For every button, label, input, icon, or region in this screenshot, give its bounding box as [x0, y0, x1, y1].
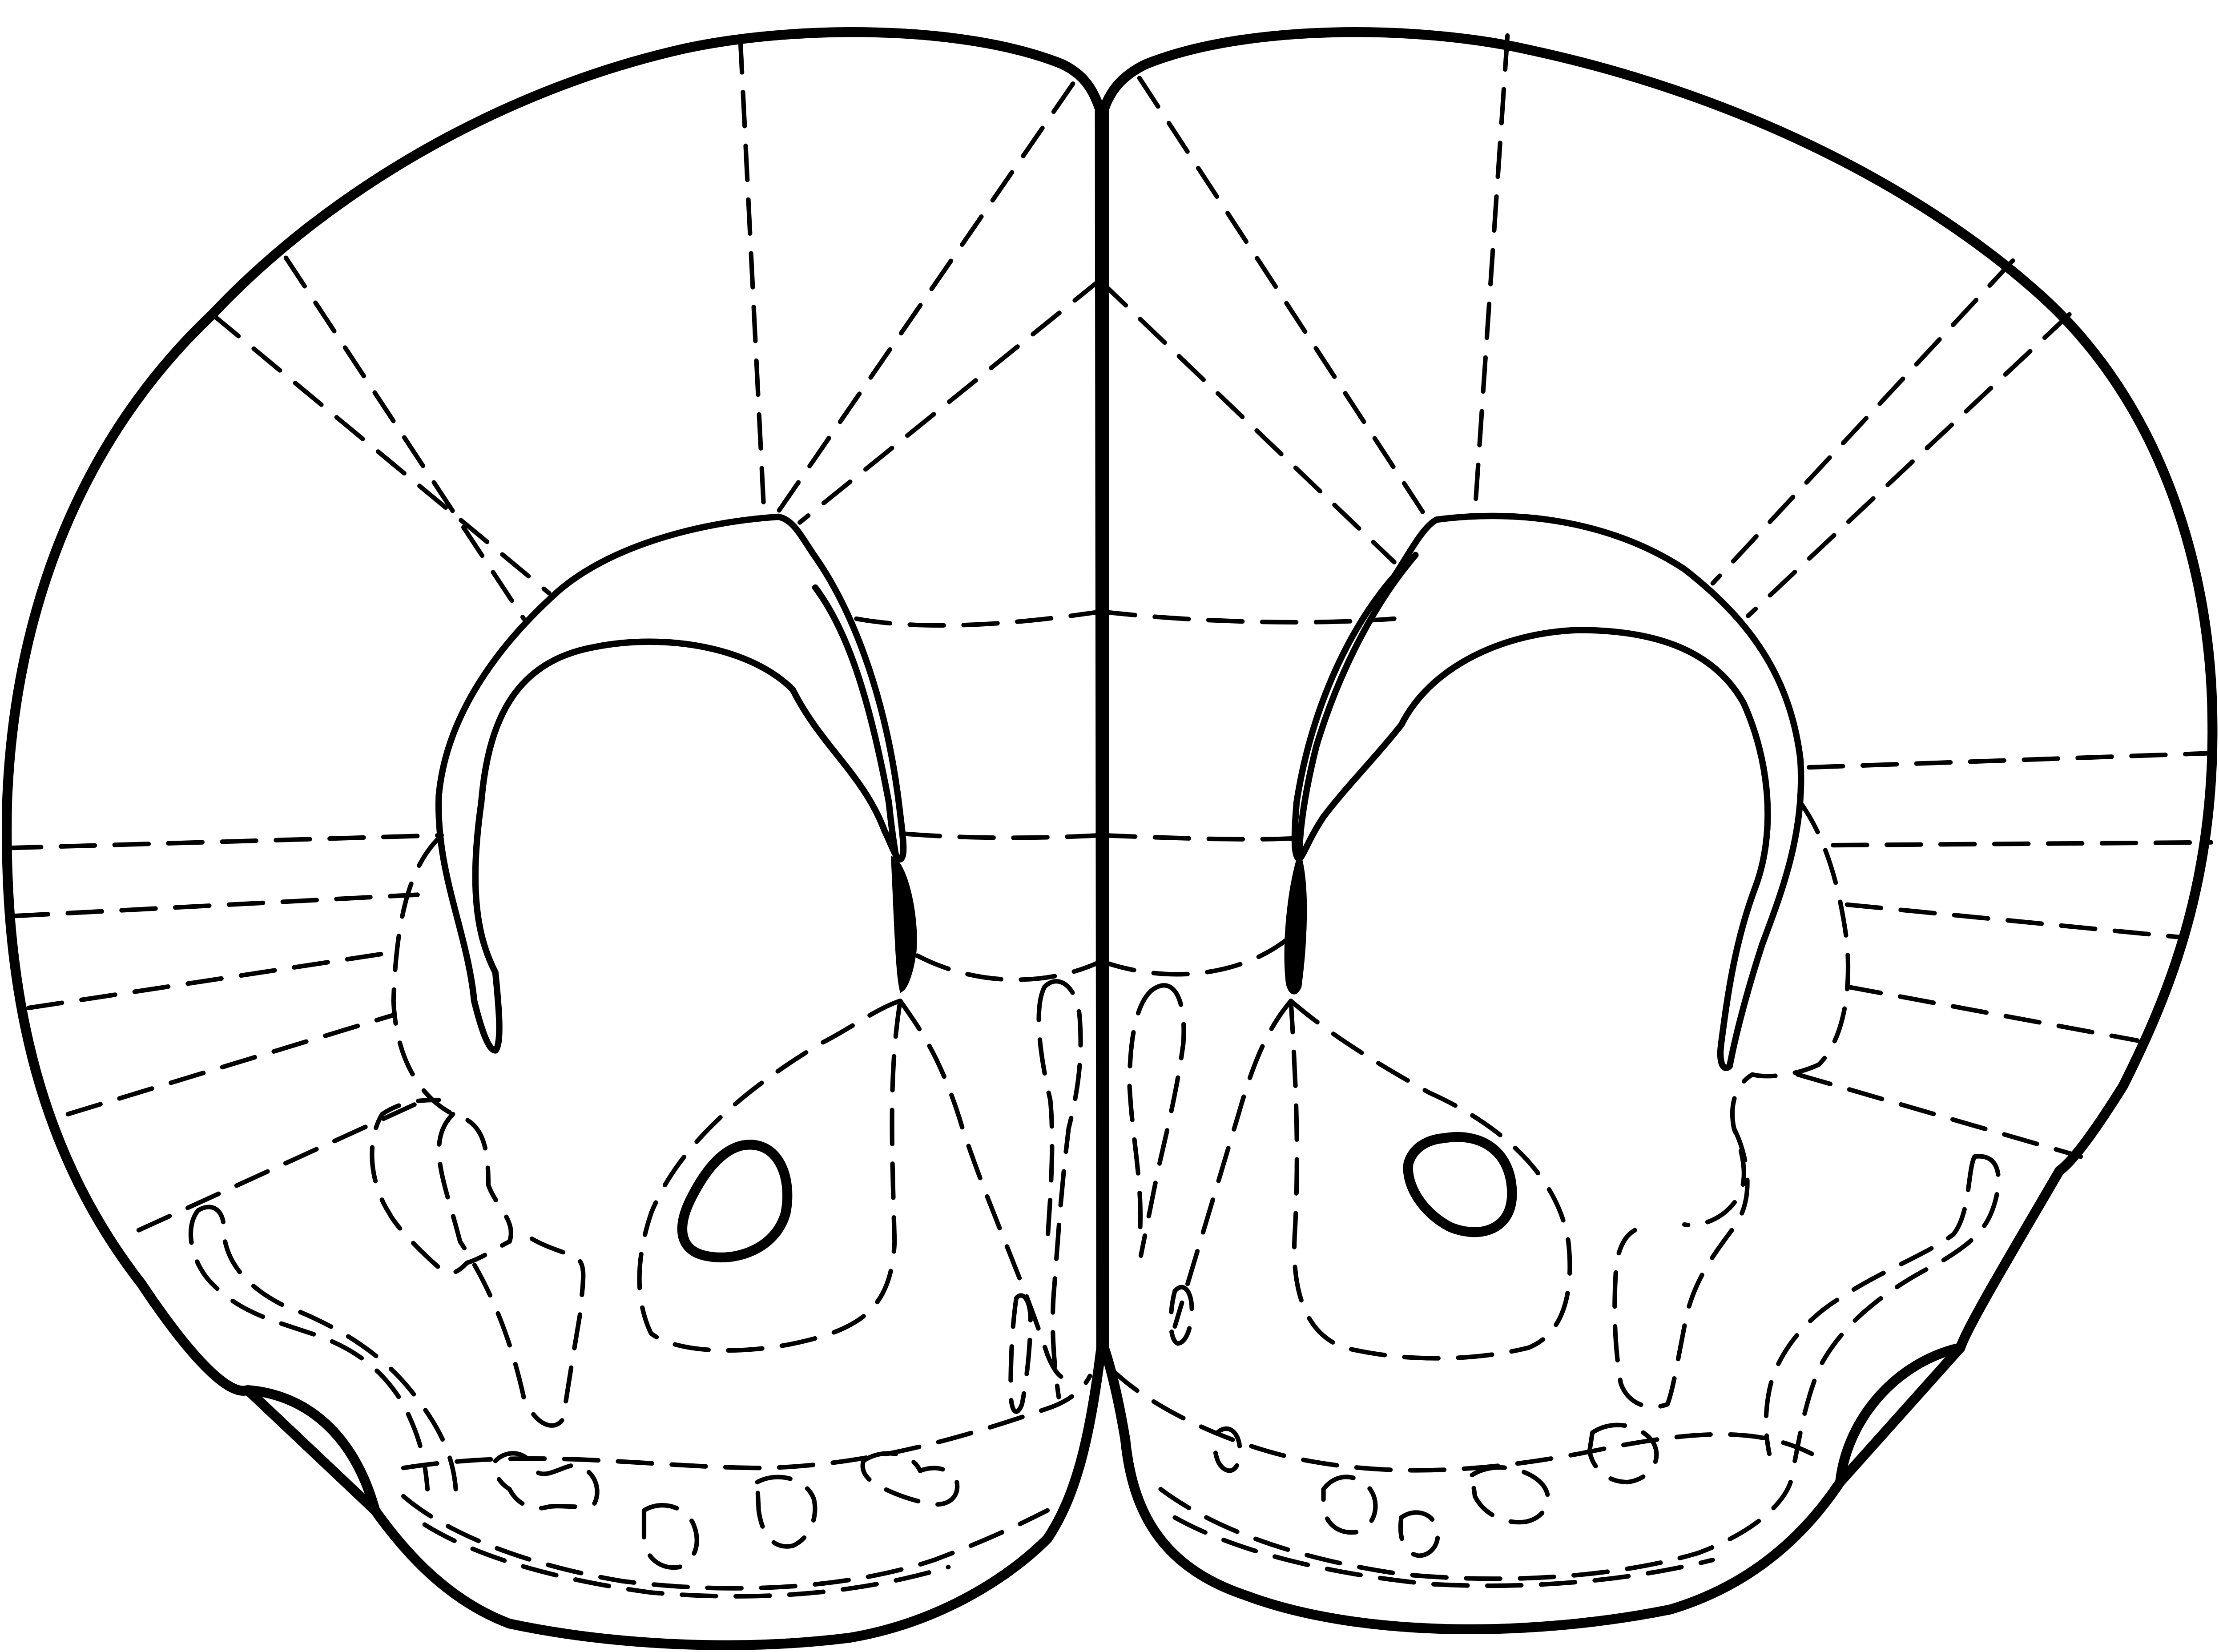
left-cortical-radial-3 [740, 38, 764, 520]
right-horizontal-5 [1798, 1075, 2081, 1157]
left-anterior-commissure-ring [682, 1144, 787, 1257]
left-ventral-arc-1 [403, 1496, 1047, 1588]
right-olfactory-tubercle [1615, 1128, 1747, 1407]
left-septal-column-1 [1045, 981, 1081, 1397]
right-cortical-radial-3 [1475, 36, 1507, 512]
right-cortical-radial-4 [1713, 261, 2013, 584]
left-horizontal-1 [7, 835, 442, 848]
right-islands-4 [1590, 1425, 1656, 1482]
left-anterior-commissure [682, 1144, 787, 1257]
right-cortical-radial-5 [1748, 314, 2069, 616]
right-septum-arc [1101, 939, 1288, 974]
left-horizontal-3 [28, 951, 399, 1008]
left-cingulum-arc-1 [856, 612, 1101, 625]
right-lateral-ventricle-filled [1286, 857, 1305, 992]
right-cingulum-arc-1 [1101, 612, 1394, 622]
right-corpus-callosum-wall [1286, 516, 1801, 1068]
right-striatum-boundary [1684, 803, 1848, 1225]
right-accumbens-tract [1175, 1001, 1291, 1326]
right-anterior-commissure [1408, 1137, 1512, 1232]
left-hemisphere-outline [7, 32, 1101, 1645]
right-horizontal-3 [1847, 905, 2180, 937]
right-horizontal-2 [1833, 842, 2211, 845]
right-region-boundaries [1101, 36, 2211, 1586]
left-region-boundaries [7, 38, 1101, 1596]
right-islands-1 [1324, 1477, 1376, 1532]
left-islands-4 [863, 1453, 957, 1504]
left-horizontal-2 [14, 895, 418, 916]
left-cortical-radial-1 [212, 314, 549, 593]
left-islands-3 [757, 1477, 815, 1547]
left-islands-2 [644, 1505, 697, 1567]
right-cortical-radial-1 [1140, 78, 1433, 527]
left-lateral-ventricle-filled [893, 859, 915, 990]
right-cortical-radial-2 [1101, 282, 1394, 562]
right-septal-column-1 [1141, 985, 1184, 1256]
right-anterior-commissure-ring [1408, 1137, 1512, 1232]
left-cortical-radial-4 [776, 84, 1073, 516]
right-islands-2 [1401, 1512, 1438, 1555]
right-cingulum-arc-2 [1101, 835, 1300, 839]
left-islands-5 [1011, 1295, 1031, 1411]
left-striatum-boundary [372, 838, 511, 1273]
left-cortical-radial-2 [286, 258, 524, 619]
left-accumbens-tract [900, 1001, 1076, 1378]
right-hemisphere-outline [1104, 32, 2212, 1629]
right-islands-3 [1472, 1467, 1548, 1522]
right-islands-6 [1171, 1287, 1192, 1344]
right-ventricle-inner-line [1299, 555, 1415, 857]
right-ventricle-wall-outer [1295, 516, 1801, 1068]
right-horizontal-1 [1809, 753, 2211, 767]
right-horizontal-4 [1847, 987, 2137, 1040]
right-caudate-region [1291, 1001, 1570, 1358]
left-cingulum-arc-2 [906, 834, 1101, 838]
left-caudate-region [640, 1001, 900, 1350]
left-septum-arc [917, 955, 1101, 979]
left-horizontal-4 [68, 1015, 394, 1114]
left-cortical-radial-5 [800, 279, 1101, 522]
left-septal-column-2 [1039, 987, 1052, 1241]
